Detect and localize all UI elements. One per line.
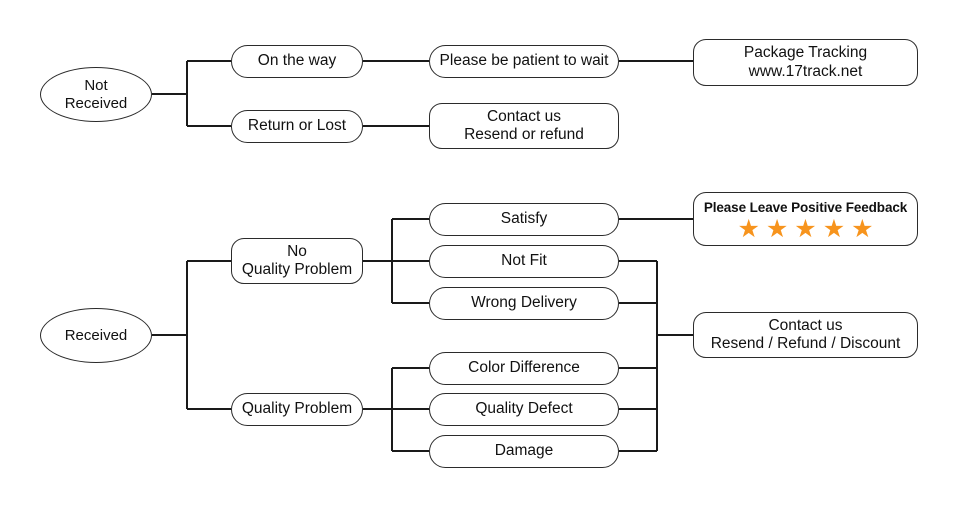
- node-not-received[interactable]: Not Received: [40, 67, 152, 122]
- node-package-tracking-url: www.17track.net: [748, 62, 863, 80]
- node-not-received-line2: Received: [64, 94, 128, 112]
- node-damage-label: Damage: [494, 442, 554, 460]
- node-wrong-delivery[interactable]: Wrong Delivery: [429, 287, 619, 320]
- node-contact-us-resend-refund-discount[interactable]: Contact us Resend / Refund / Discount: [693, 312, 918, 358]
- node-wrong-delivery-label: Wrong Delivery: [471, 294, 577, 312]
- node-please-wait-label: Please be patient to wait: [439, 52, 609, 70]
- node-please-be-patient-to-wait[interactable]: Please be patient to wait: [429, 45, 619, 78]
- node-leave-positive-feedback[interactable]: Please Leave Positive Feedback ★★★★★: [693, 192, 918, 246]
- node-received-label: Received: [64, 326, 128, 344]
- node-package-tracking[interactable]: Package Tracking www.17track.net: [693, 39, 918, 86]
- node-satisfy[interactable]: Satisfy: [429, 203, 619, 236]
- node-quality-problem-label: Quality Problem: [241, 400, 353, 418]
- node-no-quality-problem[interactable]: No Quality Problem: [231, 238, 363, 284]
- node-on-the-way-label: On the way: [257, 52, 337, 70]
- star-icon[interactable]: ★: [794, 215, 817, 244]
- node-color-difference[interactable]: Color Difference: [429, 352, 619, 385]
- node-contact-us-resend-or-refund[interactable]: Contact us Resend or refund: [429, 103, 619, 149]
- node-quality-problem[interactable]: Quality Problem: [231, 393, 363, 426]
- node-quality-defect-label: Quality Defect: [475, 400, 573, 418]
- node-quality-defect[interactable]: Quality Defect: [429, 393, 619, 426]
- node-contact-discount-line2: Resend / Refund / Discount: [710, 335, 901, 352]
- node-contact-resend-refund-line1: Contact us: [486, 107, 562, 125]
- node-return-or-lost[interactable]: Return or Lost: [231, 110, 363, 143]
- node-not-received-line1: Not: [84, 76, 108, 94]
- node-not-fit-label: Not Fit: [501, 252, 547, 270]
- node-no-quality-problem-line2: Quality Problem: [241, 261, 353, 278]
- star-icon[interactable]: ★: [851, 215, 874, 244]
- star-icon[interactable]: ★: [765, 215, 789, 244]
- node-no-quality-problem-line1: No: [287, 242, 307, 260]
- node-not-fit[interactable]: Not Fit: [429, 245, 619, 278]
- rating-stars[interactable]: ★★★★★: [737, 217, 873, 242]
- node-satisfy-label: Satisfy: [500, 210, 548, 228]
- feedback-label: Please Leave Positive Feedback: [703, 199, 908, 215]
- star-icon[interactable]: ★: [737, 215, 760, 244]
- node-damage[interactable]: Damage: [429, 435, 619, 468]
- node-return-or-lost-label: Return or Lost: [247, 117, 347, 135]
- node-received[interactable]: Received: [40, 308, 152, 363]
- node-on-the-way[interactable]: On the way: [231, 45, 363, 78]
- star-icon[interactable]: ★: [822, 215, 846, 244]
- node-color-difference-label: Color Difference: [468, 359, 580, 377]
- node-contact-resend-refund-line2: Resend or refund: [464, 126, 584, 143]
- node-package-tracking-line1: Package Tracking: [743, 44, 868, 62]
- node-contact-discount-line1: Contact us: [768, 316, 843, 334]
